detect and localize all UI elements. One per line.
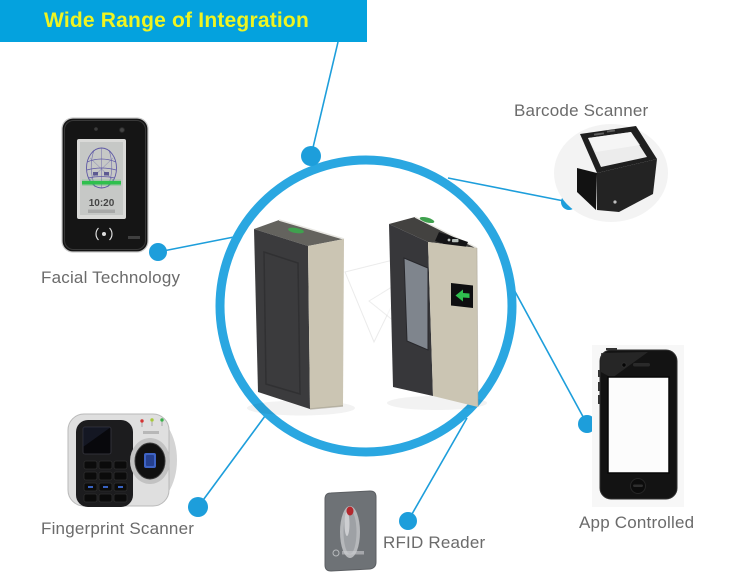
scan-line [82, 181, 121, 185]
glass-panel [403, 257, 429, 351]
speaker-slit [633, 363, 650, 367]
face-wireframe [86, 147, 117, 189]
facial-technology-label: Facial Technology [41, 268, 181, 287]
smartphone-image [592, 345, 684, 507]
fingerprint-scanner-image [67, 413, 177, 507]
green-arrow-icon [455, 289, 470, 302]
dot-fingerprint [188, 497, 208, 517]
turnstile-image [247, 216, 487, 416]
dot-facial [149, 243, 167, 261]
camera-icon [621, 362, 627, 368]
connector-facial [157, 234, 245, 253]
camera-icon [94, 127, 98, 131]
phone-screen [607, 376, 670, 474]
camera-icon [119, 127, 125, 133]
barcode-scanner-image [554, 124, 668, 222]
connector-app [511, 285, 588, 425]
connector-barcode [447, 177, 570, 203]
dot-app [578, 415, 596, 433]
turnstile-right-pedestal [389, 216, 479, 408]
fingerprint-scanner-label: Fingerprint Scanner [41, 519, 195, 538]
indicator-leds [140, 418, 164, 427]
rfid-reader-image [324, 490, 377, 572]
connector-lines [157, 41, 588, 522]
app-controlled-label: App Controlled [579, 513, 695, 532]
rfid-reader-label: RFID Reader [383, 533, 486, 552]
dot-rfid [399, 512, 417, 530]
led-indicator [346, 506, 354, 516]
status-led-right [419, 216, 435, 224]
screen-time: 10:20 [89, 198, 115, 209]
dot-banner [301, 146, 321, 166]
connector-fingerprint [197, 411, 269, 508]
title-banner: Wide Range of Integration [0, 0, 367, 42]
turnstile-left-pedestal [254, 219, 345, 410]
page-title: Wide Range of Integration [44, 9, 309, 32]
facial-terminal-image: 10:20 [61, 117, 149, 253]
barcode-scanner-label: Barcode Scanner [514, 101, 649, 120]
connector-rfid [407, 417, 468, 522]
keypad [83, 460, 128, 503]
contactless-icon [95, 227, 113, 241]
status-led-left [288, 227, 304, 234]
connector-banner [310, 41, 339, 157]
